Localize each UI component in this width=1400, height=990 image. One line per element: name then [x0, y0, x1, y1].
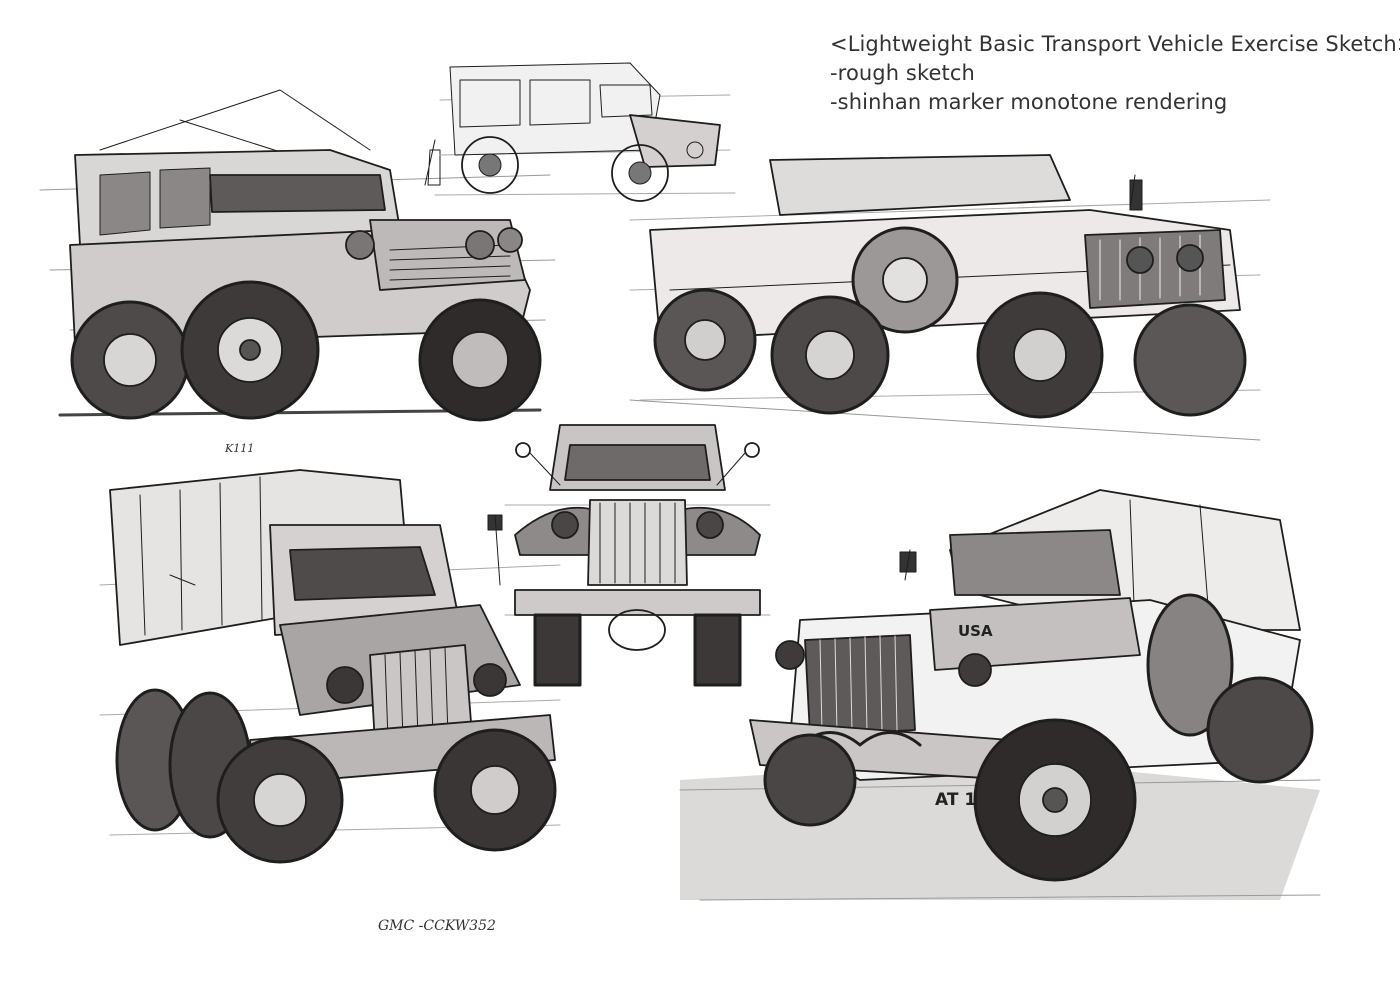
gmc-cckw352-label: GMC -CCKW352 — [378, 918, 496, 934]
sheet-caption: <Lightweight Basic Transport Vehicle Exe… — [830, 30, 1400, 117]
caption-title: <Lightweight Basic Transport Vehicle Exe… — [830, 32, 1400, 56]
usa-truck-sketch-bottom-right — [679, 480, 1340, 920]
jeep-rough-sketch-top-center — [430, 55, 740, 205]
jeep-sketch-top-left — [39, 80, 560, 430]
caption-line-marker-rendering: -shinhan marker monotone rendering — [830, 90, 1228, 114]
k111-label: K111 — [225, 442, 255, 455]
at1-plate-label: AT 1 — [935, 790, 977, 810]
gmc-truck-sketch-bottom-left — [99, 455, 570, 885]
jeep-spare-tire-sketch-top-right — [629, 140, 1271, 441]
usa-marking-label: USA — [958, 622, 993, 640]
truck-front-view-sketch-center — [504, 415, 771, 690]
caption-line-rough-sketch: -rough sketch — [830, 61, 975, 85]
